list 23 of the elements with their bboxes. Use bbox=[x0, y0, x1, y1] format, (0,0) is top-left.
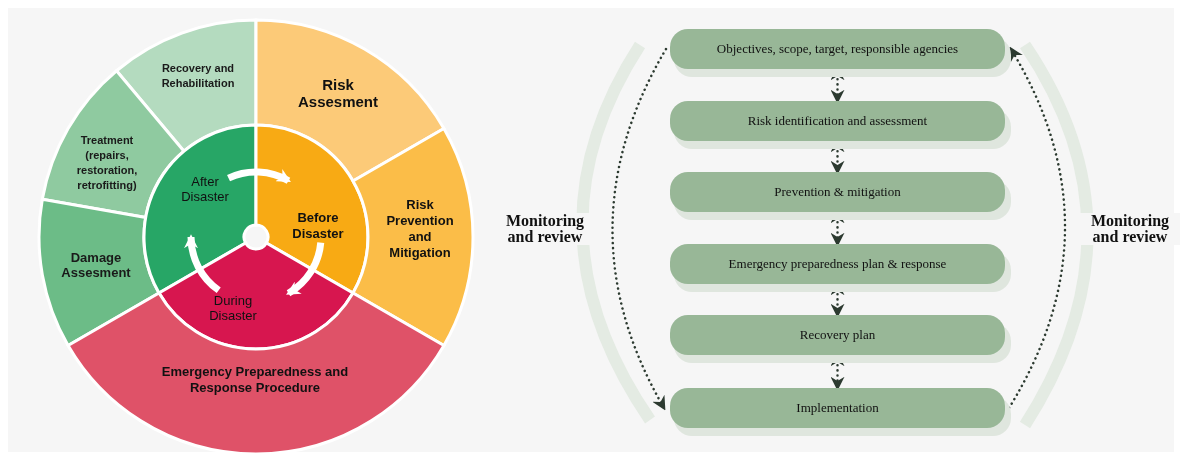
segment-label: Recovery and Rehabilitation bbox=[160, 61, 236, 91]
segment-label: During Disaster bbox=[208, 293, 258, 323]
ring-segment bbox=[66, 291, 446, 456]
segment-label: Treatment (repairs, restoration, retrofitting) bbox=[75, 133, 139, 193]
step-pill: Emergency preparedness plan & response bbox=[670, 244, 1005, 284]
segment-label: Damage Assesment bbox=[60, 250, 132, 280]
curved-arrow bbox=[227, 168, 291, 184]
step-pill: Objectives, scope, target, responsible agencies bbox=[670, 29, 1005, 69]
step-pill: Recovery plan bbox=[670, 315, 1005, 355]
curved-arrow bbox=[184, 234, 221, 293]
segment-label: Risk Assesment bbox=[296, 76, 379, 110]
step-pill: Prevention & mitigation bbox=[670, 172, 1005, 212]
step-pill: Risk identification and assessment bbox=[670, 101, 1005, 141]
segment-label: Risk Prevention and Mitigation bbox=[385, 197, 455, 261]
ring-segment bbox=[142, 123, 258, 295]
ring-segment bbox=[351, 127, 475, 347]
segment-label: Emergency Preparedness and Response Procedure bbox=[160, 364, 350, 396]
edge-label: Monitoring and review bbox=[1080, 212, 1180, 245]
segment-label: After Disaster bbox=[180, 174, 230, 204]
dotted-arrow bbox=[611, 47, 668, 411]
curved-arrow bbox=[286, 242, 325, 297]
segment-label: Before Disaster bbox=[291, 210, 345, 242]
step-pill: Implementation bbox=[670, 388, 1005, 428]
